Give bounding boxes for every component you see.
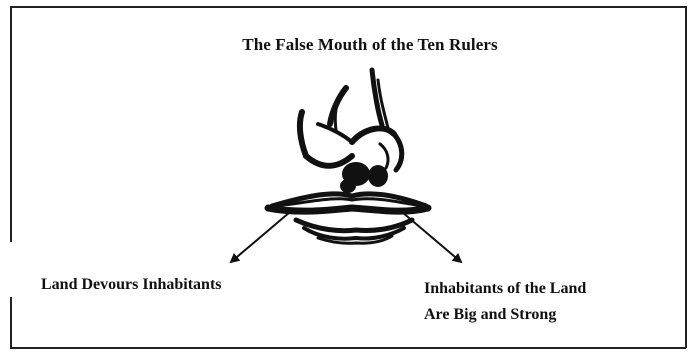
lips-sketch (268, 194, 428, 243)
label-inhabitants-big-strong: Inhabitants of the Land Are Big and Stro… (424, 276, 586, 328)
arrow-to-left-label (231, 212, 290, 262)
nose-sketch (300, 70, 402, 170)
label-right-line-2: Are Big and Strong (424, 302, 586, 328)
label-right-line-1: Inhabitants of the Land (424, 276, 586, 302)
label-land-devours-inhabitants: Land Devours Inhabitants (41, 272, 222, 298)
philtrum-shading (340, 162, 388, 193)
arrow-to-right-label (402, 212, 461, 262)
